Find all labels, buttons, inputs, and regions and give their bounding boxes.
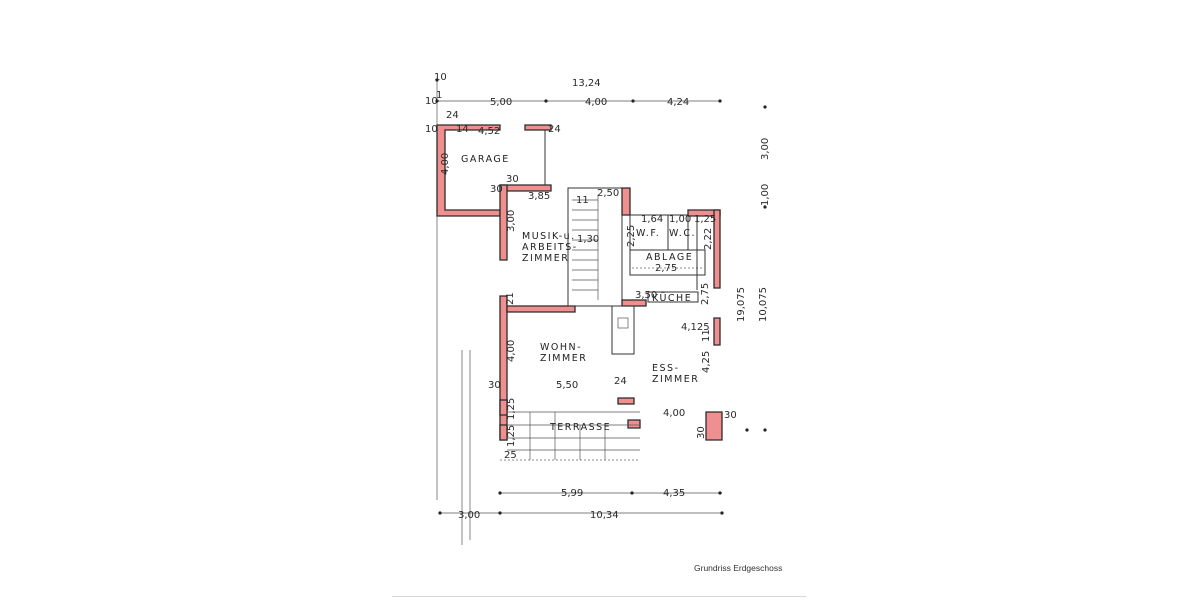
core-east-wall (713, 209, 721, 289)
room-label-musik-3: ZIMMER (522, 253, 569, 264)
ess-east-pillar (705, 411, 723, 441)
garage-wall-right (524, 124, 552, 131)
caption: Grundriss Erdgeschoss (694, 563, 783, 573)
dim-small-11b: 11 (701, 329, 712, 342)
dim-terrasse-b: 1,25 (506, 425, 517, 447)
dim-terrasse-a: 1,25 (506, 398, 517, 420)
dim-small-10b: 10 (425, 96, 438, 107)
room-label-wf: W.F. (636, 228, 660, 239)
room-label-garage: GARAGE (461, 154, 510, 165)
dim-small-225: 2,25 (626, 225, 637, 247)
dim-right-total-a: 19,075 (736, 287, 747, 322)
room-label-kueche: KÜCHE (652, 293, 692, 304)
dim-total-width: 13,24 (572, 78, 601, 89)
dim-bottom-offset: 3,00 (458, 510, 480, 521)
dim-small-24a: 24 (446, 110, 459, 121)
dim-small-10a: 10 (434, 72, 447, 83)
dim-stair-width: 2,50 (597, 188, 619, 199)
dim-wf-width: 1,64 (641, 214, 663, 225)
dim-ablage-width: 2,75 (655, 263, 677, 274)
dim-wc-right: 1,25 (694, 214, 716, 225)
bottom-divider (392, 596, 806, 597)
musik-wohn-wall (506, 305, 576, 313)
dim-bottom-left: 5,99 (561, 488, 583, 499)
dim-small-11a: 11 (576, 195, 589, 206)
dim-small-21: 21 (505, 292, 516, 305)
dim-kueche-left: 3,50 (635, 290, 657, 301)
dim-right-mid: 1,00 (760, 184, 771, 206)
dim-ess-width: 4,00 (663, 408, 685, 419)
room-label-ablage: ABLAGE (646, 252, 693, 263)
room-label-ess-2: ZIMMER (652, 374, 699, 385)
dim-wohn-depth: 4,00 (506, 340, 517, 362)
dim-ess-depth: 4,25 (701, 351, 712, 373)
dimension-ticks (435, 78, 767, 515)
ess-pillar (617, 397, 635, 405)
dim-stair-run: 1,30 (577, 234, 599, 245)
dim-garage-bottom: 3,85 (528, 191, 550, 202)
stair-block (567, 187, 623, 307)
dim-small-14: 14 (456, 124, 469, 135)
dim-small-25: 25 (504, 450, 517, 461)
dim-small-30c: 30 (724, 410, 737, 421)
kitchen-counter (647, 291, 699, 303)
stair-treads (572, 195, 599, 300)
dim-top-mid: 4,00 (585, 97, 607, 108)
dim-garage-inner: 4,52 (478, 126, 500, 137)
core-wall-top (621, 187, 631, 216)
dim-small-30d: 30 (696, 426, 707, 439)
dim-top-right: 4,24 (667, 97, 689, 108)
dim-right-upper: 3,00 (760, 138, 771, 160)
kitchen-island (611, 305, 635, 355)
ess-pillar-2 (627, 419, 641, 429)
dim-small-24b: 24 (548, 124, 561, 135)
room-label-wohn-2: ZIMMER (540, 353, 587, 364)
dim-top-left: 5,00 (490, 97, 512, 108)
dim-small-10c: 10 (425, 124, 438, 135)
dim-small-24c: 24 (614, 376, 627, 387)
dim-garage-depth: 4,00 (440, 153, 451, 175)
garage-wall (436, 124, 501, 217)
room-label-wohn-1: WOHN- (540, 342, 582, 353)
terrace-wall-left (499, 399, 508, 416)
kitchen-wall-left (621, 299, 647, 307)
room-label-musik-1: MUSIK-u. (522, 231, 576, 242)
dim-small-30b: 30 (488, 380, 501, 391)
terrace-wall-left-2 (499, 424, 508, 441)
room-label-musik-2: ARBEITS- (522, 242, 578, 253)
dim-right-total-b: 10,075 (758, 287, 769, 322)
ablage-room (629, 249, 706, 276)
dim-wc-width: 1,00 (669, 214, 691, 225)
dim-small-30e: 30 (506, 174, 519, 185)
terrace-paving (500, 411, 640, 461)
kitchen-stove (617, 317, 629, 329)
room-label-terrasse: TERRASSE (549, 422, 611, 433)
dim-small-222: 2,22 (703, 228, 714, 250)
dim-bottom-total: 10,34 (590, 510, 619, 521)
room-label-wc: W.C. (669, 228, 696, 239)
dim-bottom-right: 4,35 (663, 488, 685, 499)
west-wall (499, 184, 508, 261)
dim-kueche-depth: 2,75 (700, 283, 711, 305)
dim-musik-depth: 3,00 (506, 210, 517, 232)
room-label-ess-1: ESS- (652, 363, 680, 374)
dim-kueche-bottom: 4,125 (681, 322, 710, 333)
dim-small-1: 1 (436, 90, 442, 101)
kitchen-east-wall (713, 317, 721, 346)
dim-small-30a: 30 (490, 184, 503, 195)
dim-wohn-width: 5,50 (556, 380, 578, 391)
